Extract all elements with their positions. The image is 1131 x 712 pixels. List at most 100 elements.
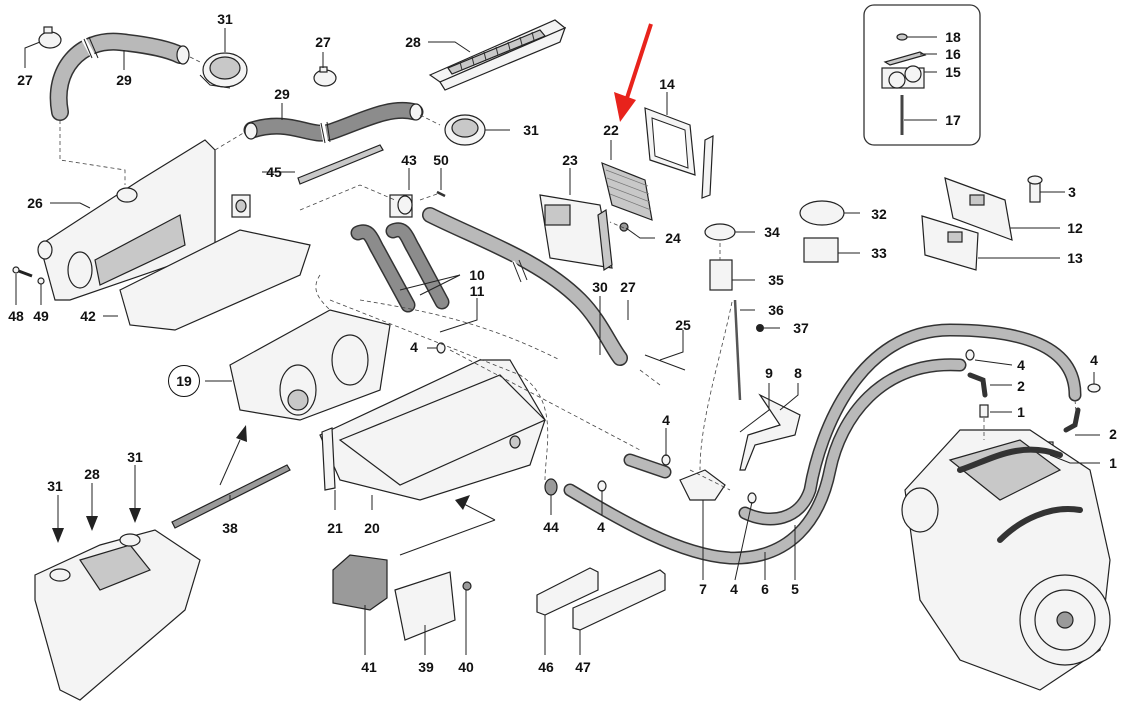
callout-27[interactable]: 27 [17,72,33,88]
callout-3[interactable]: 3 [1068,184,1076,200]
callout-39[interactable]: 39 [418,659,434,675]
gasket-39 [394,571,456,641]
hose-6 [563,358,967,565]
callout-19[interactable]: 19 [168,365,200,397]
leader-lines [15,28,1100,655]
arrow-up-icon [236,425,247,442]
callout-21[interactable]: 21 [327,520,343,536]
callout-17[interactable]: 17 [945,112,961,128]
callout-4[interactable]: 4 [730,581,738,597]
foam-46 [536,567,599,616]
callout-2[interactable]: 2 [1109,426,1117,442]
callout-13[interactable]: 13 [1067,250,1083,266]
callout-5[interactable]: 5 [791,581,799,597]
plate-13 [921,215,979,271]
callout-31[interactable]: 31 [523,122,539,138]
callout-26[interactable]: 26 [27,195,43,211]
callout-10[interactable]: 10 [469,267,485,283]
engine [901,429,1111,691]
washer-49 [37,277,45,285]
grommet-44 [544,478,558,496]
callout-15[interactable]: 15 [945,64,961,80]
assembly-dashed-lines [59,56,1077,491]
callout-4[interactable]: 4 [597,519,605,535]
callout-24[interactable]: 24 [665,230,681,246]
callout-50[interactable]: 50 [433,152,449,168]
callout-8[interactable]: 8 [794,365,802,381]
callout-28[interactable]: 28 [84,466,100,482]
callout-12[interactable]: 12 [1067,220,1083,236]
arrow-down-icons [52,465,141,543]
callout-16[interactable]: 16 [945,46,961,62]
callout-40[interactable]: 40 [458,659,474,675]
callout-20[interactable]: 20 [364,520,380,536]
callout-32[interactable]: 32 [871,206,887,222]
foam-47 [572,569,666,631]
heater-unit-19 [229,309,391,421]
screw-24 [619,222,629,232]
callout-38[interactable]: 38 [222,520,238,536]
clamps-4 [436,342,1101,504]
vent-31-topleft [199,52,248,89]
callout-4[interactable]: 4 [662,412,670,428]
callout-4[interactable]: 4 [1017,357,1025,373]
clamp-27-middle [313,66,337,87]
flange-43 [389,194,413,218]
callout-43[interactable]: 43 [401,152,417,168]
callout-4[interactable]: 4 [410,339,418,355]
hose-29-upper [49,32,190,121]
callout-23[interactable]: 23 [562,152,578,168]
callout-36[interactable]: 36 [768,302,784,318]
callout-45[interactable]: 45 [266,164,282,180]
callout-35[interactable]: 35 [768,272,784,288]
callout-47[interactable]: 47 [575,659,591,675]
knob-34 [704,223,736,241]
callout-33[interactable]: 33 [871,245,887,261]
callout-49[interactable]: 49 [33,308,49,324]
callout-6[interactable]: 6 [761,581,769,597]
valve-35 [709,259,733,291]
callout-27[interactable]: 27 [620,279,636,295]
callout-41[interactable]: 41 [361,659,377,675]
callout-30[interactable]: 30 [592,279,608,295]
callout-44[interactable]: 44 [543,519,559,535]
pin-50 [436,190,446,198]
callout-46[interactable]: 46 [538,659,554,675]
callout-11[interactable]: 11 [469,283,485,299]
callout-37[interactable]: 37 [793,320,809,336]
callout-27[interactable]: 27 [315,34,331,50]
callout-4[interactable]: 4 [1090,352,1098,368]
callout-31[interactable]: 31 [127,449,143,465]
callout-28[interactable]: 28 [405,34,421,50]
callout-7[interactable]: 7 [699,581,707,597]
bracket-8 [739,393,801,471]
callout-1[interactable]: 1 [1109,455,1117,471]
callout-18[interactable]: 18 [945,29,961,45]
callout-34[interactable]: 34 [764,224,780,240]
arrow-to-20-icon [455,495,470,510]
housing-26 [37,139,216,301]
hose-29-middle [243,101,424,145]
callout-9[interactable]: 9 [765,365,773,381]
callout-14[interactable]: 14 [659,76,675,92]
nut-37 [756,324,764,332]
cable-36 [733,299,742,401]
callout-48[interactable]: 48 [8,308,24,324]
hoses-10 [350,222,450,313]
callout-31[interactable]: 31 [217,11,233,27]
callout-1[interactable]: 1 [1017,404,1025,420]
callout-29[interactable]: 29 [116,72,132,88]
callout-2[interactable]: 2 [1017,378,1025,394]
vent-31-middle [444,114,486,146]
highlight-arrow-icon [614,23,653,122]
knob-32 [799,200,845,226]
callout-42[interactable]: 42 [80,308,96,324]
callout-29[interactable]: 29 [274,86,290,102]
callout-25[interactable]: 25 [675,317,691,333]
plate-12 [944,177,1013,241]
hose-5 [738,323,1082,526]
callout-22[interactable]: 22 [603,122,619,138]
callout-31[interactable]: 31 [47,478,63,494]
